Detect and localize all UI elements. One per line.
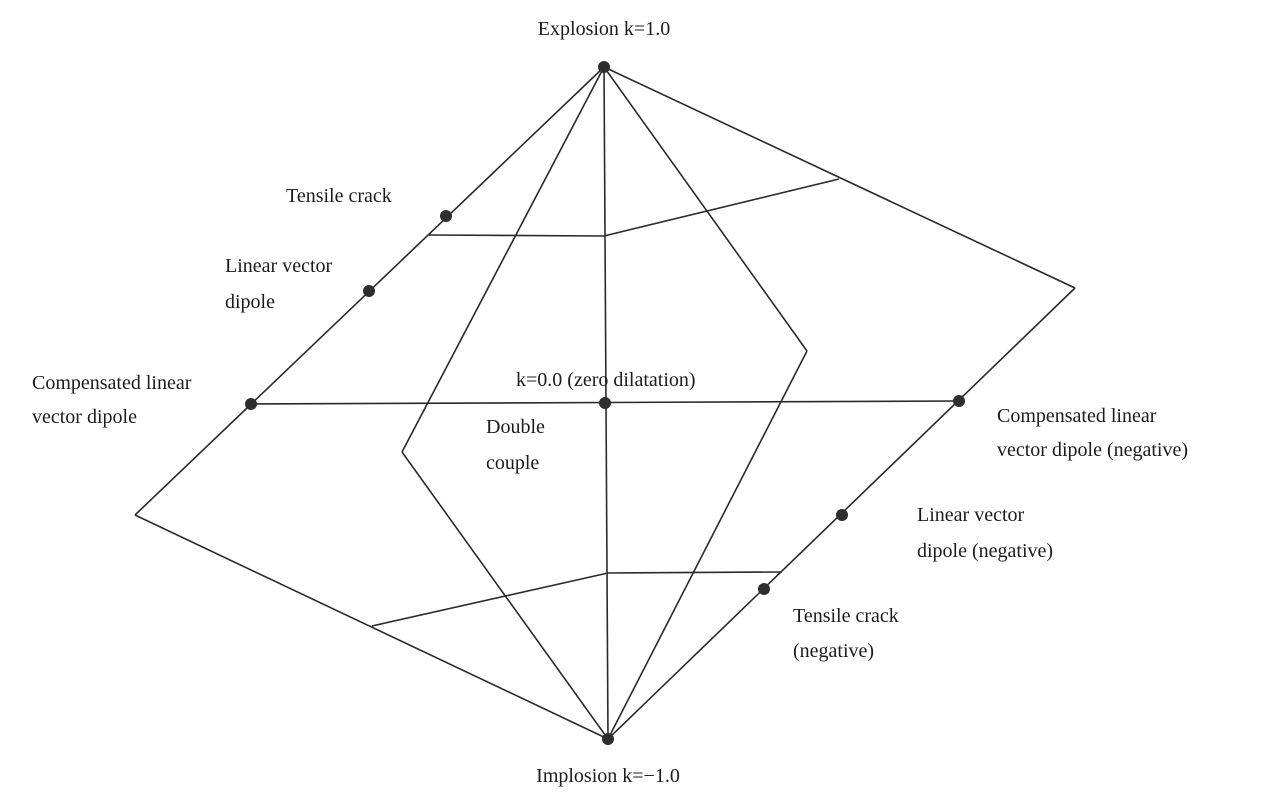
label-double-couple: Double couple (486, 416, 550, 474)
label-tensile-crack: Tensile crack (286, 185, 392, 207)
edge-inner-top-left (401, 66, 605, 453)
edge-top-right (603, 66, 1076, 289)
label-compensated-lvd-negative-line1: Compensated linear (997, 405, 1157, 427)
label-double-couple-line2: couple (486, 452, 539, 474)
label-compensated-lvd: Compensated linear vector dipole (32, 372, 196, 428)
label-compensated-lvd-negative-line2: vector dipole (negative) (997, 439, 1188, 461)
label-zero-dilatation: k=0.0 (zero dilatation) (516, 369, 696, 391)
point-compensated-lvd-negative (953, 395, 965, 407)
label-double-couple-line1: Double (486, 416, 545, 438)
edge-upper-right-section (603, 178, 840, 237)
point-explosion (598, 61, 610, 73)
label-explosion: Explosion k=1.0 (538, 18, 670, 40)
label-compensated-lvd-line2: vector dipole (32, 406, 137, 428)
label-compensated-lvd-line1: Compensated linear (32, 372, 192, 394)
label-linear-vector-dipole-negative-line2: dipole (negative) (917, 540, 1053, 562)
edge-inner-top-right (603, 66, 808, 352)
label-tensile-crack-negative-line1: Tensile crack (793, 605, 899, 627)
point-linear-vector-dipole-negative (836, 509, 848, 521)
label-implosion: Implosion k=−1.0 (536, 765, 680, 787)
edge-inner-bottom-right (607, 350, 808, 740)
edge-bottom-left (134, 514, 609, 740)
label-linear-vector-dipole-negative: Linear vector dipole (negative) (917, 504, 1053, 562)
label-linear-vector-dipole: Linear vector dipole (225, 255, 337, 313)
point-tensile-crack-negative (758, 583, 770, 595)
point-zero-dilatation (599, 397, 611, 409)
point-compensated-lvd (245, 398, 257, 410)
edge-lower-right-section (607, 571, 783, 574)
label-tensile-crack-negative: Tensile crack (negative) (793, 605, 904, 662)
edge-upper-left-section (428, 234, 605, 237)
point-tensile-crack (440, 210, 452, 222)
label-compensated-lvd-negative: Compensated linear vector dipole (negati… (997, 405, 1188, 461)
label-linear-vector-dipole-negative-line1: Linear vector (917, 504, 1024, 526)
point-linear-vector-dipole (363, 285, 375, 297)
edge-lower-left-section (371, 572, 609, 627)
label-linear-vector-dipole-line2: dipole (225, 291, 275, 313)
label-linear-vector-dipole-line1: Linear vector (225, 255, 332, 277)
label-tensile-crack-negative-line2: (negative) (793, 640, 874, 662)
point-implosion (602, 733, 614, 745)
